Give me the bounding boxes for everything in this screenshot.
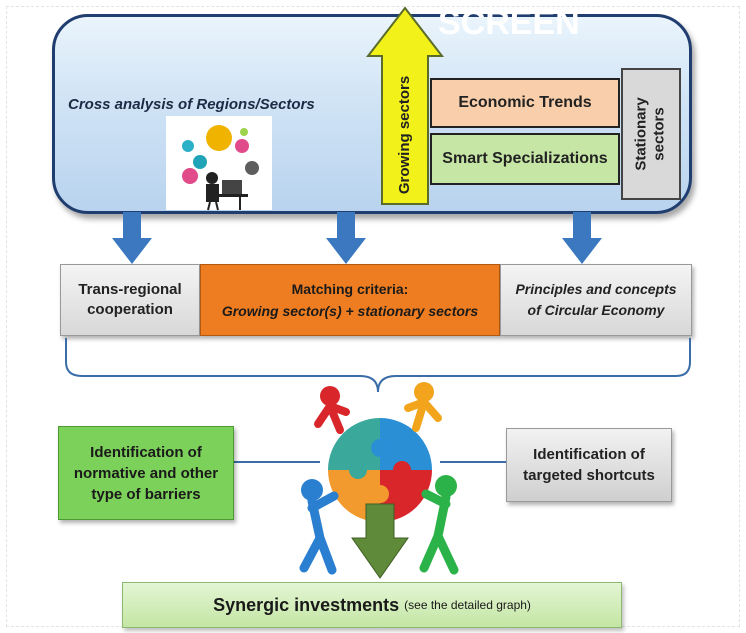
trans-regional-line2: cooperation [87, 301, 173, 318]
matching-line1: Matching criteria: [291, 281, 409, 297]
stationary-line1: Stationary [633, 97, 651, 171]
smart-specializations-label: Smart Specializations [442, 150, 608, 167]
growing-sectors-label-box: Growing sectors [373, 70, 437, 200]
down-arrow-center [326, 212, 366, 264]
down-arrow-left [112, 212, 152, 264]
growing-sectors-label: Growing sectors [396, 75, 414, 195]
synergic-investments-note: (see the detailed graph) [404, 598, 531, 612]
principles-line1: Principles and concepts [515, 281, 677, 297]
targeted-shortcuts-box: Identification of targeted shortcuts [506, 428, 672, 502]
puzzle-team-icon [299, 382, 459, 579]
normative-barriers-box: Identification of normative and other ty… [58, 426, 234, 520]
stationary-sectors-box: Stationary sectors [621, 68, 681, 200]
principles-line2: of Circular Economy [527, 302, 665, 318]
economic-trends-box: Economic Trends [430, 78, 620, 128]
synergic-investments-box: Synergic investments (see the detailed g… [122, 582, 622, 628]
analysis-person-icon [166, 116, 272, 211]
normative-line1: Identification of [90, 443, 202, 461]
matching-line2: Growing sector(s) + stationary sectors [221, 303, 479, 319]
economic-trends-label: Economic Trends [458, 94, 592, 111]
trans-regional-line1: Trans-regional [78, 281, 182, 298]
cross-analysis-label: Cross analysis of Regions/Sectors [68, 96, 315, 113]
down-arrow-right [562, 212, 602, 264]
stationary-sectors-label: Stationary sectors [633, 97, 669, 170]
synergic-investments-label: Synergic investments [213, 594, 400, 615]
targeted-line2: targeted shortcuts [523, 467, 655, 484]
normative-line3: type of barriers [91, 485, 201, 503]
stationary-line2: sectors [651, 107, 669, 161]
screen-title: SCREEN [438, 4, 580, 42]
smart-specializations-box: Smart Specializations [430, 133, 620, 185]
normative-line2: normative and other [73, 464, 219, 482]
circular-economy-box: Principles and concepts of Circular Econ… [500, 264, 692, 336]
growing-sectors-arrow [365, 6, 445, 205]
trans-regional-box: Trans-regional cooperation [60, 264, 200, 336]
matching-criteria-box: Matching criteria: Growing sector(s) + s… [200, 264, 500, 336]
targeted-line1: Identification of [533, 446, 645, 463]
